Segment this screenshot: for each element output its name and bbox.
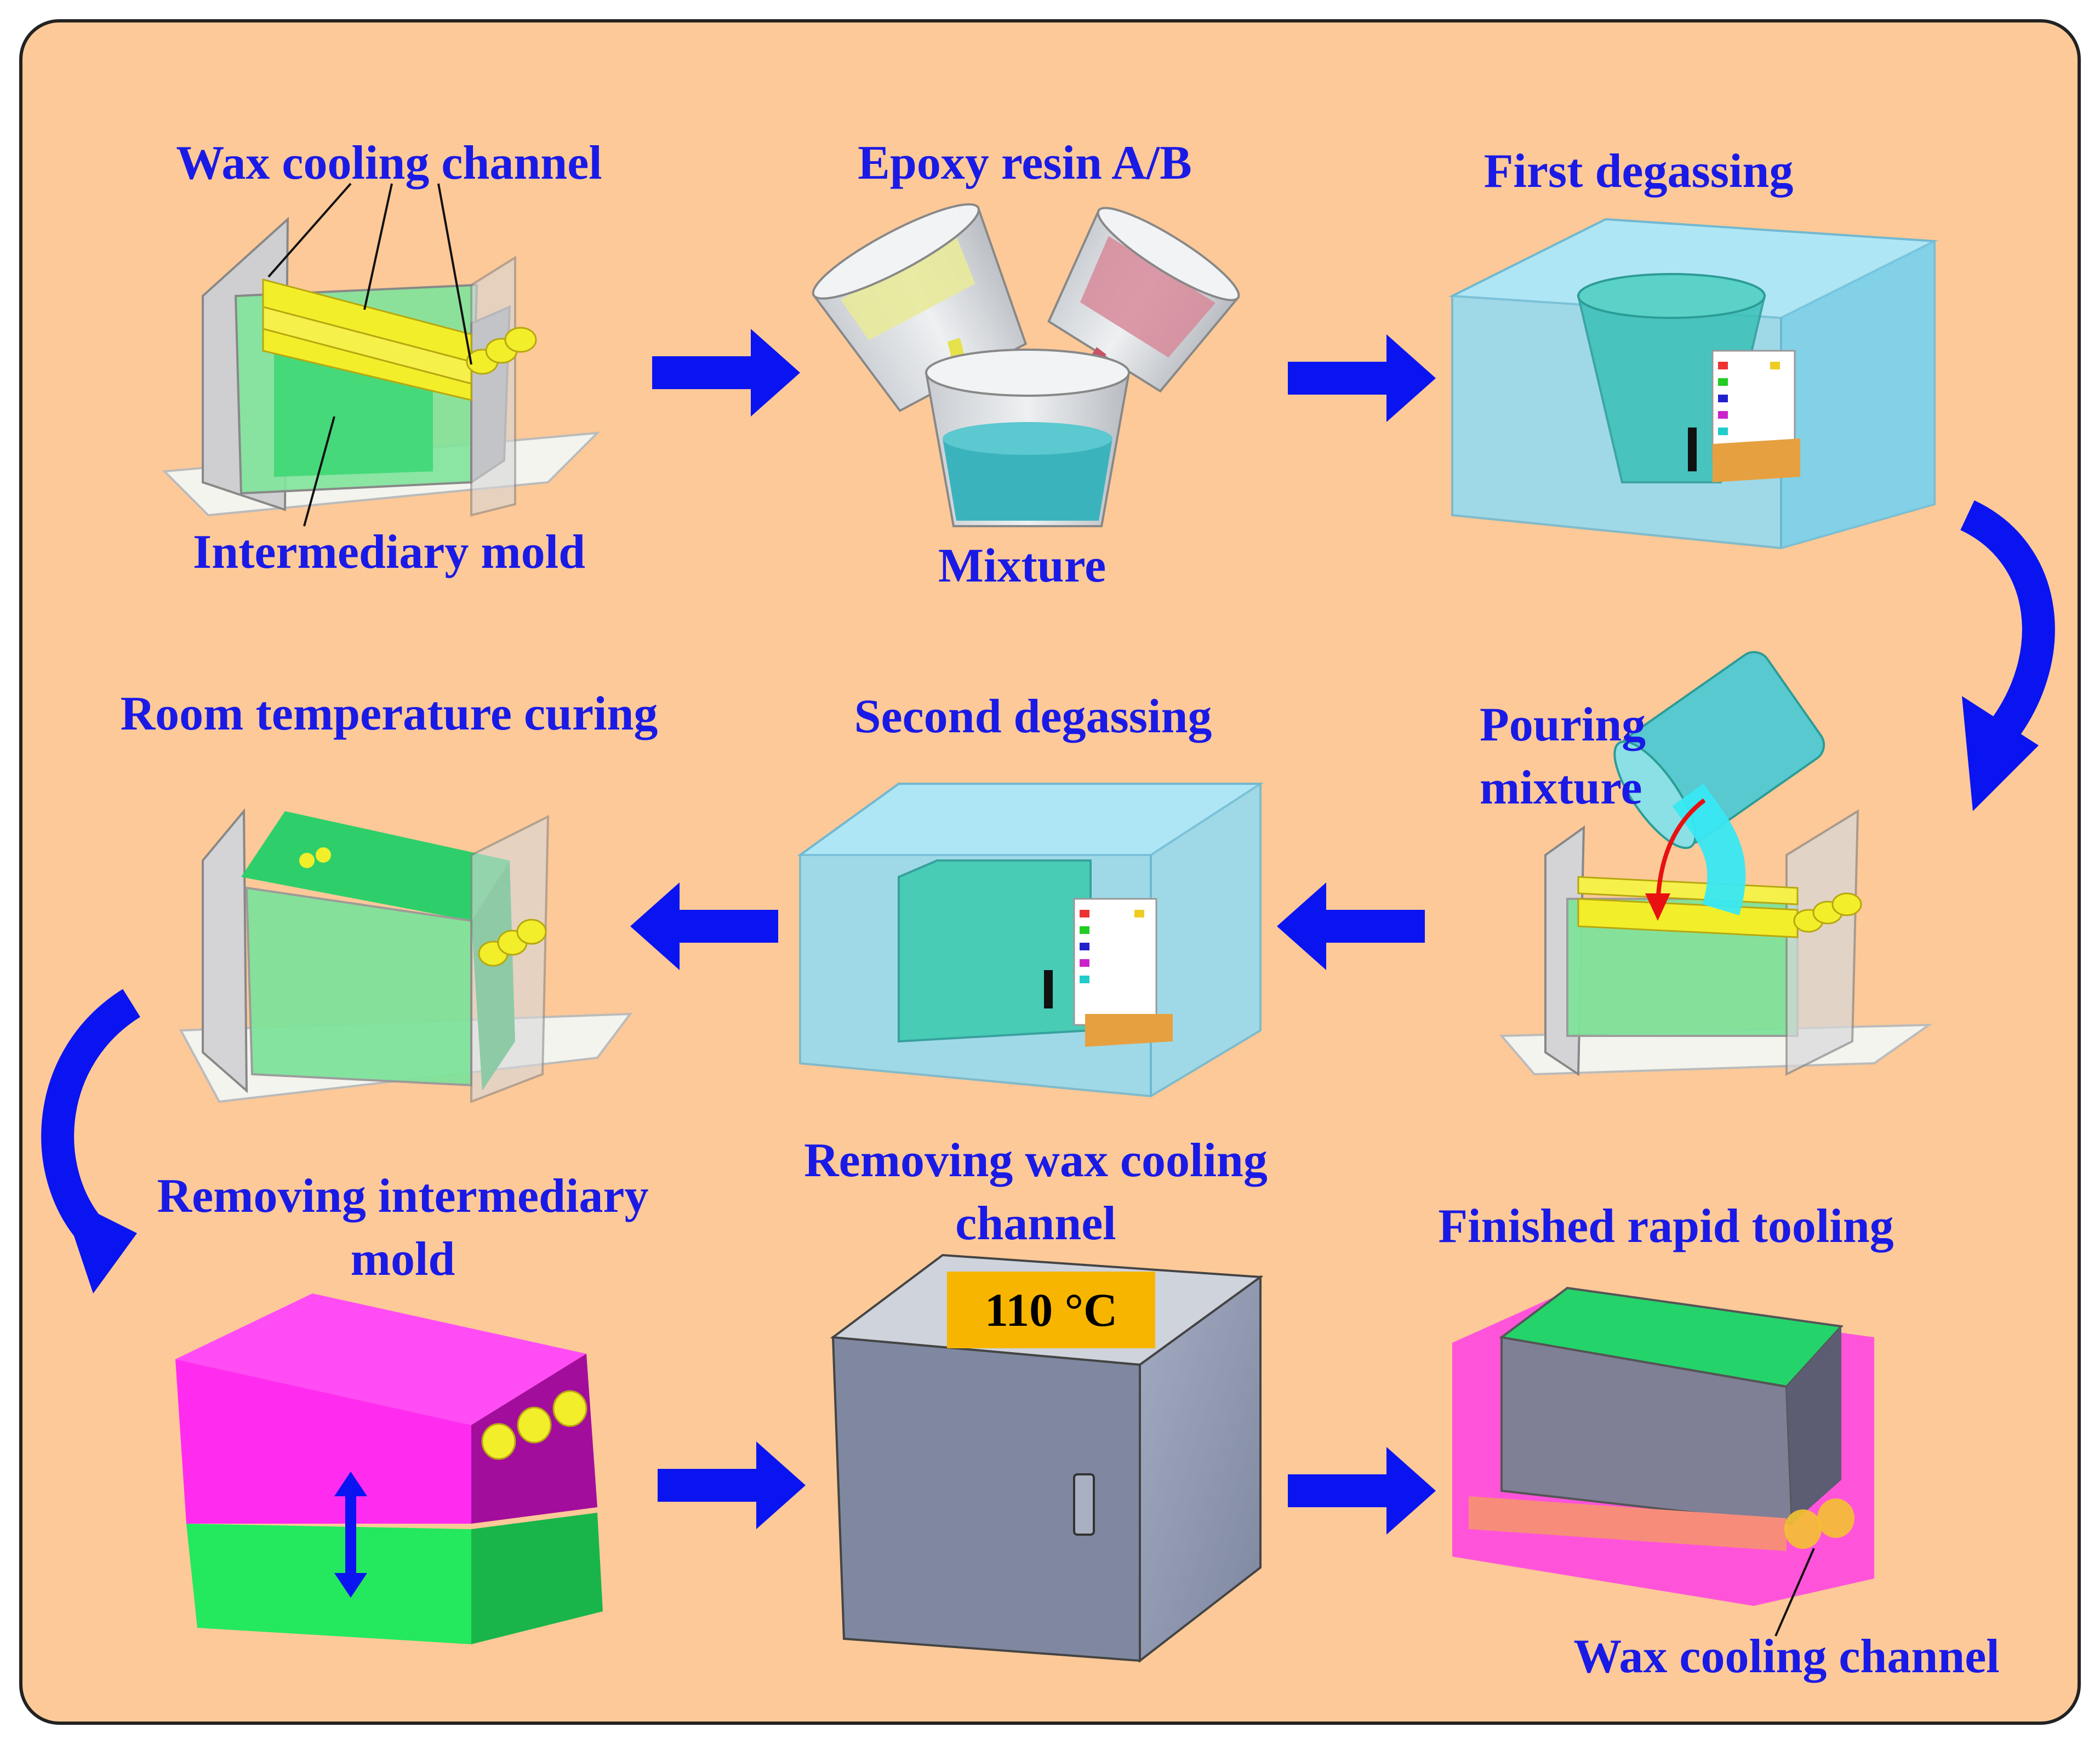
label-finished: Finished rapid tooling: [1438, 1200, 1894, 1253]
label-pouring-1: Pouring: [1480, 698, 1646, 751]
first-degassing-chamber: [1448, 218, 1939, 550]
curved-arrow-icon: [1960, 500, 2055, 811]
finished-tooling-illustration: [1452, 1286, 1874, 1637]
label-room-curing: Room temperature curing: [120, 687, 658, 740]
flow-arrow-icon: [1277, 882, 1425, 970]
curved-arrow-icon: [41, 989, 141, 1293]
label-first-degassing: First degassing: [1483, 145, 1794, 198]
second-degassing-chamber: [796, 783, 1264, 1098]
intermediary-mold-illustration: [162, 183, 601, 527]
label-second-degassing: Second degassing: [854, 690, 1212, 743]
pouring-mixture-illustration: [1499, 651, 1933, 1076]
flow-arrow-icon: [1288, 334, 1436, 422]
flow-arrow-icon: [658, 1441, 806, 1529]
oven-illustration: [830, 1253, 1264, 1663]
label-epoxy: Epoxy resin A/B: [858, 136, 1192, 190]
label-intermediary-mold: Intermediary mold: [192, 526, 586, 579]
label-pouring-2: mixture: [1480, 761, 1642, 814]
label-removing-mold-2: mold: [350, 1233, 455, 1286]
label-mixture: Mixture: [938, 539, 1106, 592]
removing-mold-illustration: [175, 1293, 603, 1644]
wax-channel-rods: [262, 278, 537, 401]
flow-arrows: [41, 329, 2055, 1535]
room-temperature-curing-illustration: [179, 808, 633, 1103]
oven-temperature-label: 110 °C: [984, 1284, 1118, 1336]
label-removing-wax-1: Removing wax cooling: [804, 1134, 1268, 1187]
flow-arrow-icon: [630, 882, 778, 970]
flow-arrow-icon: [1288, 1447, 1436, 1535]
label-removing-wax-2: channel: [955, 1197, 1116, 1250]
label-wax-channel-bottom: Wax cooling channel: [1573, 1630, 2000, 1683]
oven-temp-box: [947, 1272, 1155, 1348]
pour-arrow-icon: [1656, 798, 1706, 905]
flow-arrow-icon: [652, 329, 800, 417]
double-arrow-icon: [334, 1472, 367, 1598]
label-wax-channel-top: Wax cooling channel: [176, 136, 602, 190]
label-removing-mold-1: Removing intermediary: [157, 1170, 649, 1223]
epoxy-cups-illustration: [812, 203, 1240, 527]
